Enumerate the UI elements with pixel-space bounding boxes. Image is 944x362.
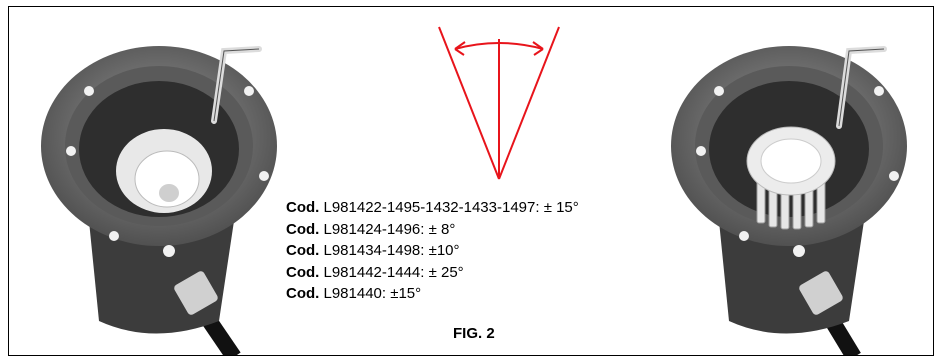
code-line: Cod. L981434-1498: ±10° <box>286 240 579 262</box>
code-prefix: Cod. <box>286 285 320 302</box>
code-text: L981442-1444: ± 25° <box>323 263 464 281</box>
figure-frame: Cod. L981422-1495-1432-1433-1497: ± 15° … <box>8 6 934 356</box>
right-fixture-illustration <box>671 46 907 355</box>
figure-label: FIG. 2 <box>453 325 495 342</box>
code-text: L981434-1498: ±10° <box>323 242 460 259</box>
beam-angle-diagram <box>438 26 560 180</box>
code-prefix: Cod. <box>286 242 320 259</box>
code-text: L981422-1495-1432-1433-1497: ± 15° <box>323 199 579 216</box>
code-prefix: Cod. <box>286 199 320 216</box>
code-line: Cod. L981440: ±15° <box>286 283 579 305</box>
code-prefix: Cod. <box>286 263 320 281</box>
code-line: Cod. L981442-1444: ± 25° <box>286 262 579 284</box>
code-line: Cod. L981422-1495-1432-1433-1497: ± 15° <box>286 197 579 219</box>
code-list: Cod. L981422-1495-1432-1433-1497: ± 15° … <box>286 197 579 305</box>
code-text: L981440: ±15° <box>323 285 422 302</box>
beam-left-line <box>438 26 500 180</box>
angle-arc <box>454 42 544 50</box>
beam-right-line <box>498 26 560 180</box>
left-fixture-illustration <box>41 46 277 355</box>
code-text: L981424-1496: ± 8° <box>323 220 456 238</box>
code-prefix: Cod. <box>286 220 320 238</box>
code-line: Cod. L981424-1496: ± 8° <box>286 219 579 241</box>
